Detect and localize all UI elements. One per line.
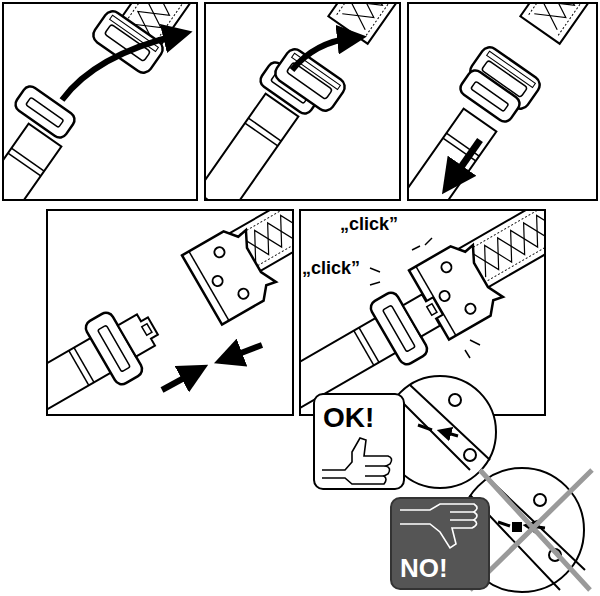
no-box: NO!	[390, 497, 490, 590]
badge-text: NO!	[392, 554, 488, 583]
badge-text: OK!	[315, 403, 403, 434]
sound-label: „click”	[302, 258, 360, 279]
ok-box: OK!	[313, 393, 405, 490]
sound-label: „click”	[340, 214, 398, 235]
